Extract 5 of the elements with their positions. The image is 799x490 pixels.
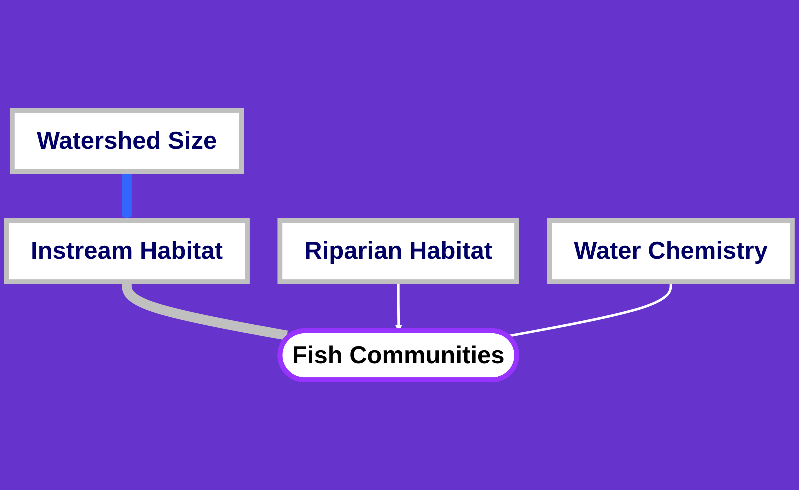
node-box: Water Chemistry <box>547 218 795 284</box>
node-box: Instream Habitat <box>4 218 250 284</box>
node-box: Riparian Habitat <box>278 218 520 284</box>
node-box: Watershed Size <box>10 108 244 174</box>
connector <box>507 282 672 338</box>
